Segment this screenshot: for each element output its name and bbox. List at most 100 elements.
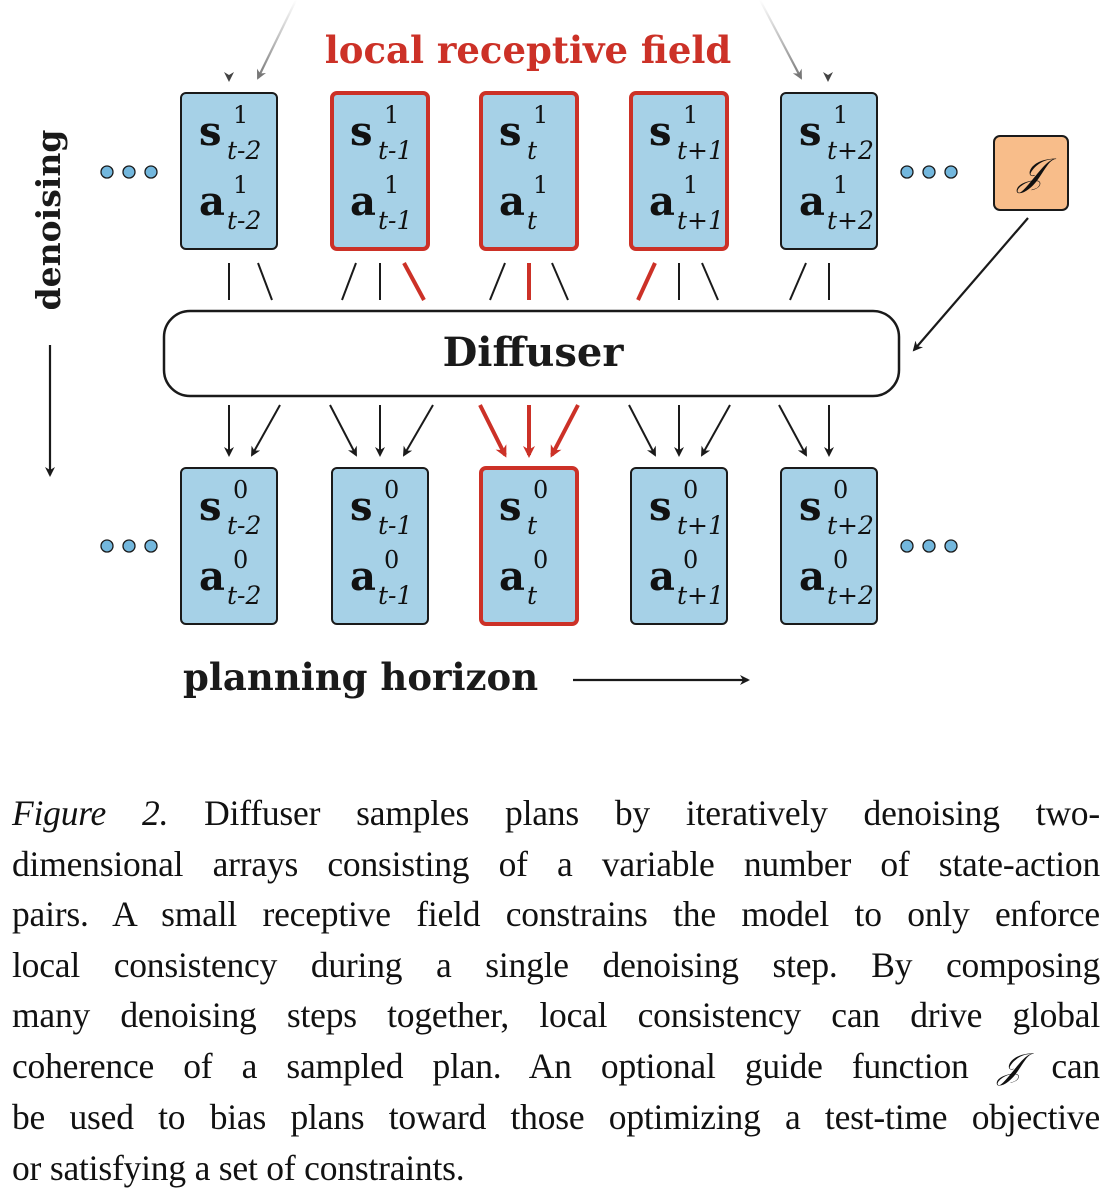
caption-line: be used to bias plans toward those optim… [12,1097,1100,1137]
ellipsis-dot [900,539,914,553]
denoise-step-superscript: 0 [683,546,698,574]
denoise-step-superscript: 0 [533,476,548,504]
time-subscript: t+1 [677,581,724,610]
time-subscript: t [527,511,538,540]
output-arrow [251,404,281,457]
time-subscript: t+2 [827,511,874,540]
denoise-step-superscript: 1 [533,101,548,129]
action-symbol: a [499,178,525,225]
diffuser-label: Diffuser [443,329,625,376]
incoming-arrows [224,0,833,82]
input-connector [551,262,569,301]
output-arrow [402,404,434,457]
output-arrow [628,404,656,457]
time-subscript: t+1 [677,136,724,165]
ellipsis-dot [122,539,136,553]
action-symbol: a [649,553,675,600]
time-subscript: t‑2 [227,511,261,540]
denoise-step-superscript: 1 [533,171,548,199]
state-symbol: s [350,483,373,530]
denoise-step-superscript: 0 [233,546,248,574]
input-connector [257,262,273,301]
caption-line: Figure 2. Diffuser samples plans by iter… [12,793,1100,833]
denoise-step-superscript: 1 [683,171,698,199]
highlighted-cell-border [479,91,579,251]
time-subscript: t+1 [677,206,724,235]
output-arrow [329,404,357,457]
ellipsis-dot [922,165,936,179]
caption-line: local consistency during a single denois… [12,944,1100,985]
denoise-step-superscript: 0 [683,476,698,504]
state-symbol: s [499,483,522,530]
state-symbol: s [649,108,672,155]
time-subscript: t+1 [677,511,724,540]
guide-arrow [912,217,1029,352]
ellipsis-dot [144,539,158,553]
denoise-step-superscript: 0 [533,546,548,574]
denoise-step-superscript: 1 [233,101,248,129]
caption-line: many denoising steps together, local con… [12,995,1100,1035]
time-subscript: t‑2 [227,136,261,165]
state-symbol: s [499,108,522,155]
receptive-field-connector [636,262,657,301]
denoise-step-superscript: 1 [233,171,248,199]
time-subscript: t+2 [827,206,874,235]
output-arrow [701,404,731,457]
highlighted-cell-border [479,466,579,626]
action-symbol: a [199,178,225,225]
time-subscript: t‑2 [227,581,261,610]
cell-border [180,467,278,625]
ellipsis-dot [944,539,958,553]
input-connector [489,262,506,301]
input-connector [701,262,719,301]
receptive-field-connector [402,262,426,301]
state-symbol: s [199,108,222,155]
ellipsis-dot [922,539,936,553]
time-subscript: t+2 [827,136,874,165]
action-symbol: a [799,553,825,600]
action-symbol: a [199,553,225,600]
state-symbol: s [799,108,822,155]
caption-line: coherence of a sampled plan. An optional… [12,1045,1100,1087]
denoise-step-superscript: 0 [833,476,848,504]
receptive-field-label: local receptive field [325,28,732,72]
denoise-step-superscript: 1 [833,171,848,199]
receptive-field-arrow [550,404,580,458]
time-subscript: t [527,581,538,610]
ellipsis-dot [900,165,914,179]
ellipsis-dot [944,165,958,179]
denoise-step-superscript: 1 [833,101,848,129]
caption-line: pairs. A small receptive field constrain… [12,894,1100,934]
denoise-step-superscript: 1 [384,101,399,129]
denoise-step-superscript: 1 [384,171,399,199]
time-subscript: t‑1 [378,581,412,610]
action-symbol: a [350,553,376,600]
cell-border [331,467,429,625]
input-connector [341,262,357,301]
input-connector [789,262,807,301]
action-symbol: a [350,178,376,225]
ellipsis-dots [100,165,958,553]
time-subscript: t‑1 [378,511,412,540]
action-symbol: a [799,178,825,225]
action-symbol: a [499,553,525,600]
time-subscript: t‑1 [378,206,412,235]
cell-border [780,92,878,250]
denoise-step-superscript: 0 [384,476,399,504]
state-symbol: s [649,483,672,530]
state-symbol: s [199,483,222,530]
time-subscript: t [527,206,538,235]
denoising-label: denoising [29,130,68,311]
denoise-step-superscript: 1 [683,101,698,129]
output-arrow [778,404,807,457]
ellipsis-dot [100,539,114,553]
caption-line: or satisfying a set of constraints. [12,1147,465,1188]
